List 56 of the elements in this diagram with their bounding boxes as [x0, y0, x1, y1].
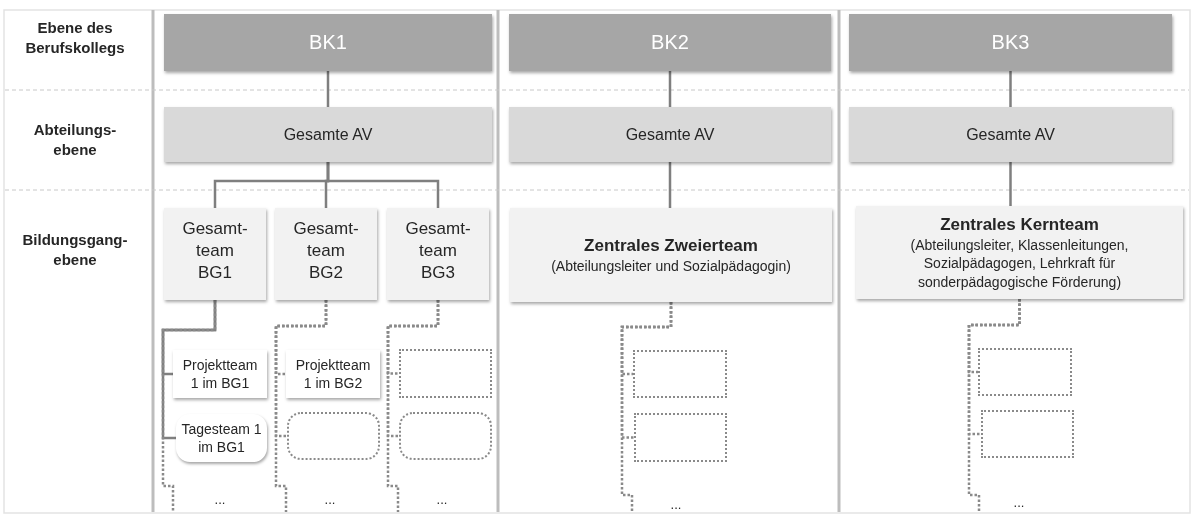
team-name: Projektteam 1 im BG2 — [294, 355, 372, 393]
dotted-connector — [386, 300, 440, 512]
row-label: Abteilungs- ebene — [33, 119, 117, 160]
team-name: Gesamte AV — [283, 125, 373, 144]
team-name: Zentrales Kernteam — [940, 214, 1099, 237]
team-box — [387, 208, 489, 300]
team-name: Gesamt- team BG2 — [293, 218, 359, 285]
department-box — [164, 107, 492, 162]
ellipsis: ... — [670, 496, 682, 514]
team-box — [856, 206, 1183, 299]
team-name: Gesamte AV — [625, 125, 715, 144]
ellipsis: ... — [1013, 494, 1025, 512]
team-name: Projektteam 1 im BG1 — [181, 355, 259, 393]
college-box — [849, 14, 1172, 71]
ellipsis: ... — [324, 491, 336, 509]
rounded-placeholder-box — [287, 412, 380, 460]
placeholder-box — [978, 348, 1072, 396]
connector-line — [1009, 162, 1012, 206]
placeholder-box — [399, 349, 492, 398]
connector-line — [1009, 71, 1012, 107]
row-label: Ebene des Berufskollegs — [24, 17, 126, 58]
ellipsis: ... — [214, 491, 226, 509]
team-name: Gesamte AV — [966, 125, 1055, 144]
team-box — [164, 208, 266, 300]
team-name: BK1 — [309, 31, 347, 54]
team-members: (Abteilungsleiter, Klassenleitungen, Sozialpädagogen, Lehrkraft für sonderpädagogische Förderung) — [909, 236, 1130, 291]
team-box — [173, 350, 267, 398]
team-box — [510, 208, 832, 302]
college-box — [509, 14, 831, 71]
team-name: BK3 — [991, 31, 1030, 54]
placeholder-box — [981, 410, 1074, 458]
department-box — [849, 107, 1172, 162]
team-box — [275, 208, 377, 300]
dotted-connector — [620, 302, 673, 512]
placeholder-box — [634, 413, 727, 462]
team-box — [286, 350, 380, 398]
connector-line — [326, 71, 330, 107]
team-members: (Abteilungsleiter und Sozialpädagogin) — [551, 256, 791, 276]
connector-line — [668, 71, 672, 107]
connector-line — [668, 162, 672, 208]
connector-line — [161, 300, 217, 440]
row-label: Bildungsgang- ebene — [22, 229, 128, 270]
connector-line — [326, 162, 440, 208]
team-name: Gesamt- team BG3 — [405, 218, 471, 285]
college-box — [164, 14, 492, 71]
team-name: Tagesteam 1 im BG1 — [180, 419, 263, 457]
placeholder-box — [633, 350, 727, 398]
department-box — [509, 107, 831, 162]
team-name: BK2 — [651, 31, 689, 54]
rounded-placeholder-box — [399, 412, 492, 460]
dotted-connector — [274, 300, 328, 512]
team-name: Gesamt- team BG1 — [182, 218, 248, 285]
team-name: Zentrales Zweierteam — [584, 234, 758, 257]
dotted-connector — [161, 300, 217, 512]
ellipsis: ... — [436, 491, 448, 509]
dotted-connector — [967, 299, 1021, 512]
